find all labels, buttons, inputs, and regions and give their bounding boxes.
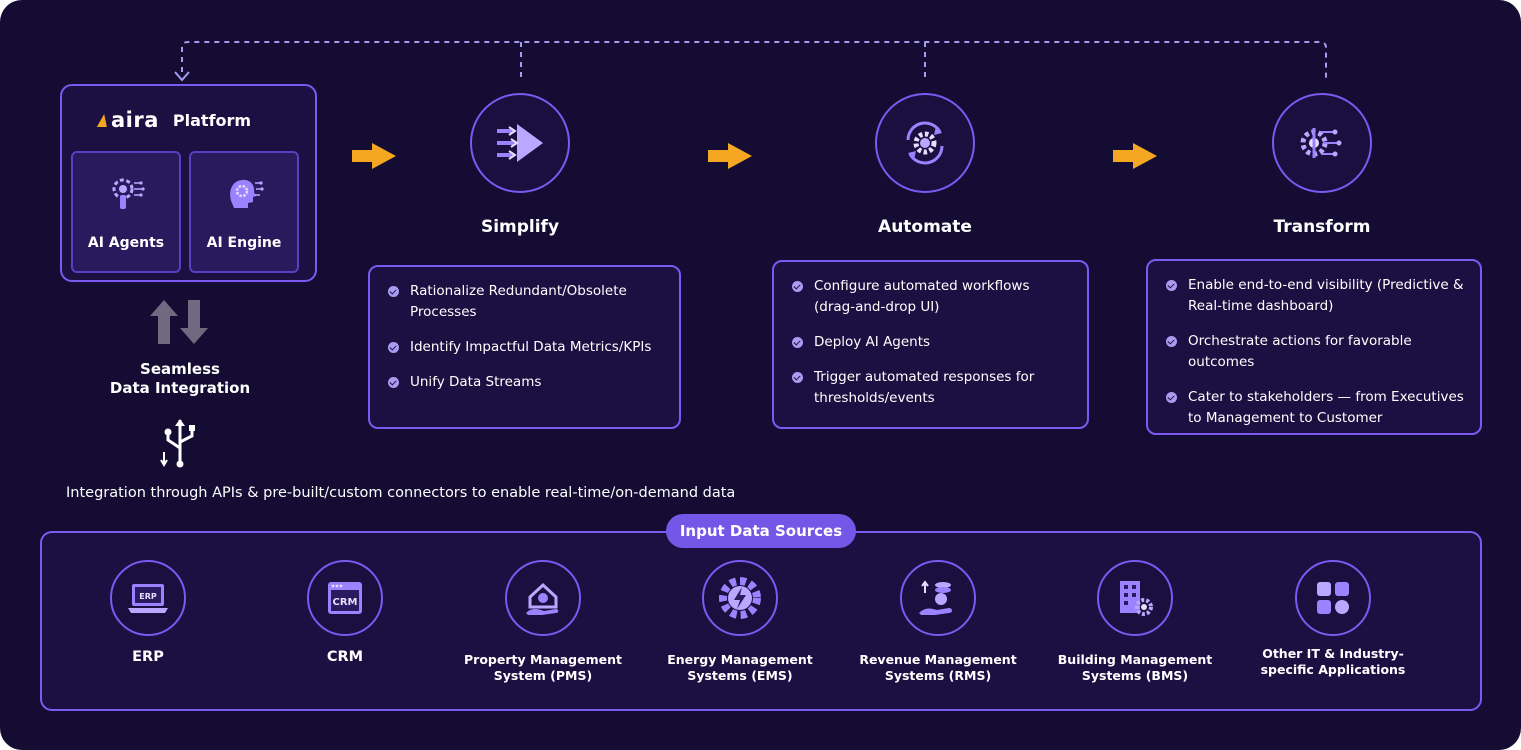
property-house-icon <box>526 582 559 615</box>
source-icon-circle <box>1097 560 1173 636</box>
ai-agents-gear-icon <box>112 178 145 209</box>
source-item-bms: Building Management Systems (BMS) <box>1035 560 1235 684</box>
list-item: Identify Impactful Data Metrics/KPIs <box>388 337 663 358</box>
source-label: Revenue Management Systems (RMS) <box>859 652 1017 683</box>
input-data-sources-title: Input Data Sources <box>666 514 856 548</box>
check-icon <box>1166 280 1177 291</box>
arrow-right-icon <box>708 143 752 169</box>
check-icon <box>1166 336 1177 347</box>
automate-circle <box>875 93 975 193</box>
bullet-text: Configure automated workflows (drag-and-… <box>814 278 1030 315</box>
seamless-integration-title: Seamless Data Integration <box>109 360 251 397</box>
check-icon <box>1166 392 1177 403</box>
source-icon-circle <box>1295 560 1371 636</box>
transform-circle <box>1272 93 1372 193</box>
check-icon <box>792 337 803 348</box>
source-icon-circle <box>505 560 581 636</box>
platform-header: aira Platform <box>96 108 252 132</box>
source-label: CRM <box>326 649 364 665</box>
simplify-arrows-icon <box>497 124 543 162</box>
bullet-text: Unify Data Streams <box>410 374 542 390</box>
step-title-automate: Automate <box>878 217 972 237</box>
source-icon-circle <box>900 560 976 636</box>
bullet-text: Rationalize Redundant/Obsolete Processes <box>410 283 627 320</box>
source-item-crm: CRM CRM <box>245 560 445 665</box>
logo-text: aira <box>111 108 159 132</box>
simplify-bullet-box: Rationalize Redundant/Obsolete Processes… <box>368 265 681 429</box>
logo-mark-icon <box>96 113 110 127</box>
list-item: Deploy AI Agents <box>792 332 1071 353</box>
list-item: Unify Data Streams <box>388 372 663 393</box>
step-title-transform: Transform <box>1273 217 1371 237</box>
bullet-text: Enable end-to-end visibility (Predictive… <box>1188 277 1464 314</box>
up-down-arrows-icon <box>150 300 208 344</box>
source-label: Building Management Systems (BMS) <box>1057 652 1213 683</box>
transform-circuit-icon <box>1300 128 1342 158</box>
source-item-ems: Energy Management Systems (EMS) <box>640 560 840 684</box>
aira-logo: aira <box>96 108 159 132</box>
source-item-pms: Property Management System (PMS) <box>443 560 643 684</box>
apps-grid-icon <box>1317 582 1349 614</box>
erp-laptop-icon: ERP <box>128 584 168 613</box>
transform-bullet-box: Enable end-to-end visibility (Predictive… <box>1146 259 1482 435</box>
ai-engine-label: AI Engine <box>206 235 282 251</box>
building-gear-icon <box>1120 581 1153 616</box>
step-title-simplify: Simplify <box>480 217 560 237</box>
automate-bullet-box: Configure automated workflows (drag-and-… <box>772 260 1089 429</box>
usb-icon <box>160 419 195 468</box>
source-item-other-apps: Other IT & Industry- specific Applicatio… <box>1233 560 1433 678</box>
source-icon-circle <box>702 560 778 636</box>
source-label: ERP <box>132 649 164 665</box>
svg-text:CRM: CRM <box>333 597 358 608</box>
list-item: Enable end-to-end visibility (Predictive… <box>1166 275 1464 317</box>
ai-engine-card: AI Engine <box>189 151 299 273</box>
platform-label: Platform <box>172 110 252 130</box>
revenue-coins-hand-icon <box>919 580 952 615</box>
arrow-right-icon <box>1113 143 1157 169</box>
source-item-erp: ERP ERP <box>48 560 248 665</box>
integration-note: Integration through APIs & pre-built/cus… <box>66 485 736 501</box>
bullet-text: Identify Impactful Data Metrics/KPIs <box>410 339 652 355</box>
list-item: Orchestrate actions for favorable outcom… <box>1166 331 1464 373</box>
check-icon <box>388 286 399 297</box>
check-icon <box>388 342 399 353</box>
check-icon <box>792 372 803 383</box>
list-item: Rationalize Redundant/Obsolete Processes <box>388 281 663 323</box>
list-item: Configure automated workflows (drag-and-… <box>792 276 1071 318</box>
source-label: Property Management System (PMS) <box>464 652 622 683</box>
source-item-rms: Revenue Management Systems (RMS) <box>838 560 1038 684</box>
aira-platform-box: aira Platform AI Agents AI Engine <box>60 84 317 282</box>
svg-text:ERP: ERP <box>139 592 157 601</box>
source-icon-circle: ERP <box>110 560 186 636</box>
arrow-right-icon <box>352 143 396 169</box>
ai-engine-head-icon <box>230 179 264 208</box>
bullet-text: Orchestrate actions for favorable outcom… <box>1188 333 1412 370</box>
simplify-circle <box>470 93 570 193</box>
crm-window-icon: CRM <box>328 582 362 614</box>
list-item: Trigger automated responses for threshol… <box>792 367 1071 409</box>
source-label: Other IT & Industry- specific Applicatio… <box>1260 646 1406 677</box>
energy-gear-bolt-icon <box>719 577 761 619</box>
list-item: Cater to stakeholders — from Executives … <box>1166 387 1464 429</box>
check-icon <box>792 281 803 292</box>
source-label: Energy Management Systems (EMS) <box>667 652 813 683</box>
source-icon-circle: CRM <box>307 560 383 636</box>
automate-gear-cycle-icon <box>906 121 944 165</box>
bullet-text: Trigger automated responses for threshol… <box>814 369 1035 406</box>
ai-agents-label: AI Agents <box>87 235 165 251</box>
bullet-text: Cater to stakeholders — from Executives … <box>1188 389 1464 426</box>
bullet-text: Deploy AI Agents <box>814 334 931 350</box>
ai-agents-card: AI Agents <box>71 151 181 273</box>
check-icon <box>388 377 399 388</box>
